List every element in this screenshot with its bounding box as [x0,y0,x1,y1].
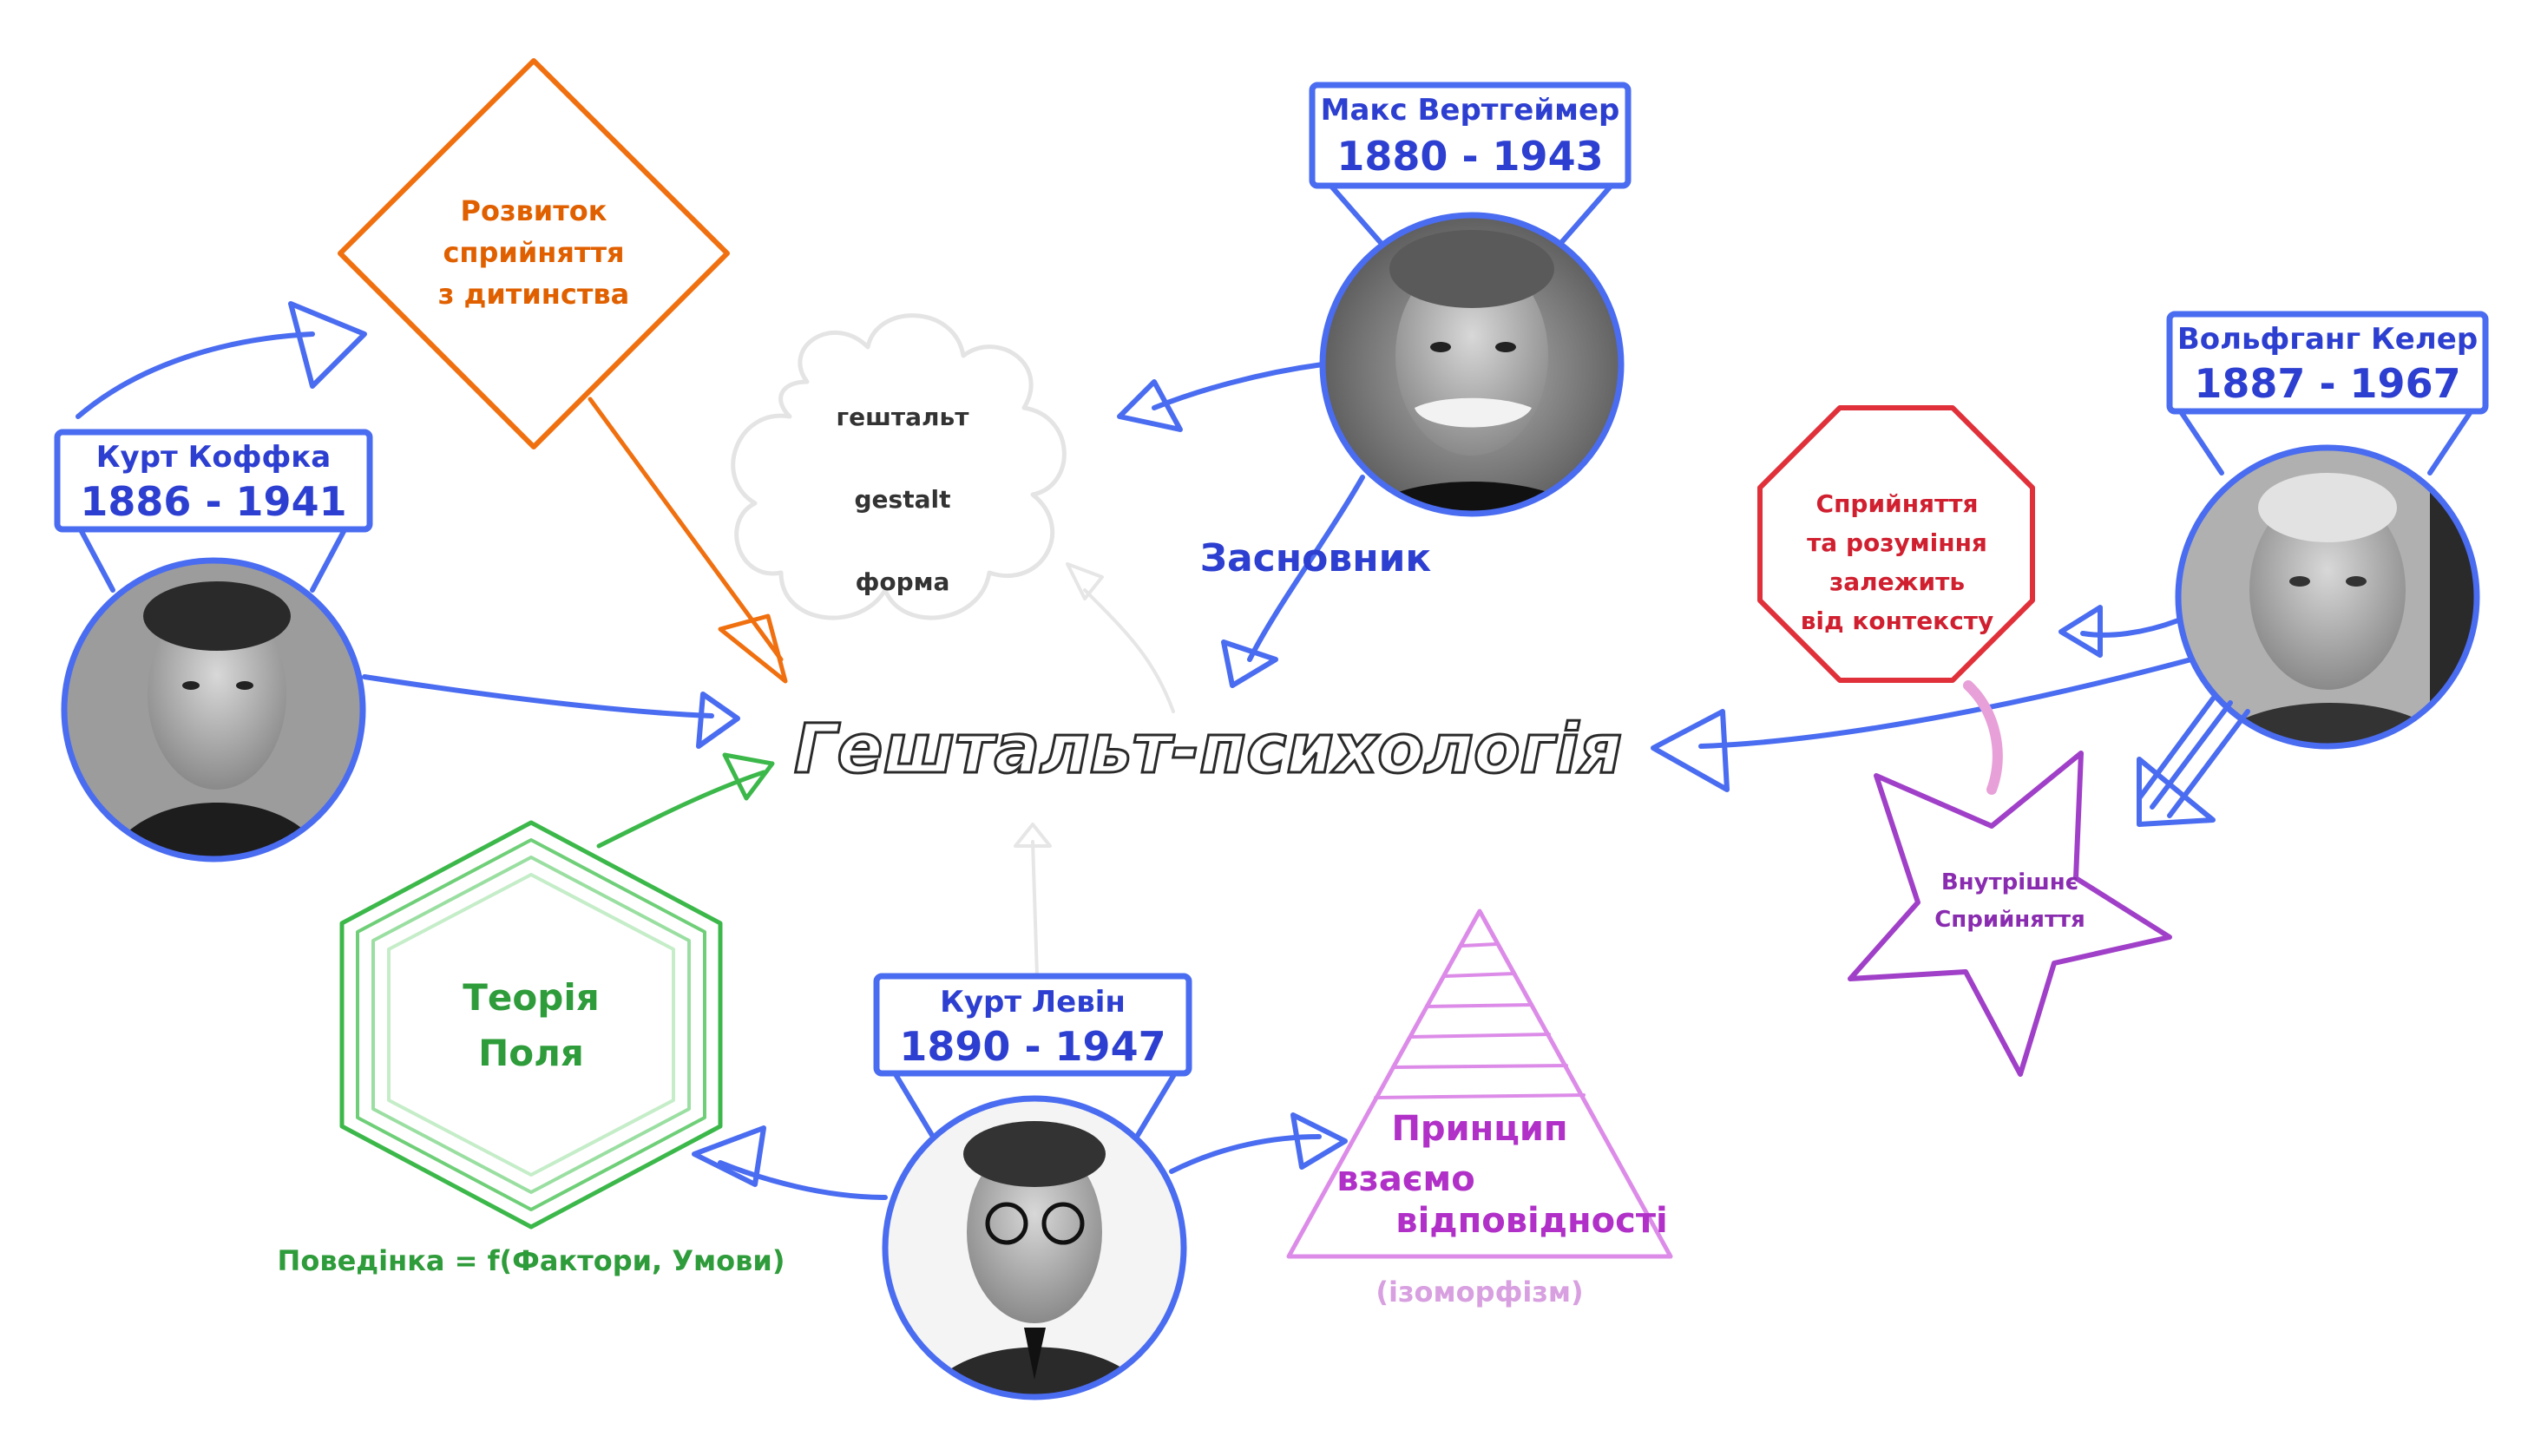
founder-label: Засновник [1200,536,1432,580]
lewin-name: Курт Левін [940,985,1126,1020]
center-title: Гештальт-психологія [794,711,1622,789]
kohler-label-box [2166,311,2489,415]
wertheimer-arrows: Засновник [1117,362,1432,688]
principle-triangle: Принцип взаємо відповідності (ізоморфізм… [1286,908,1673,1308]
context-octagon: Сприйняття та розуміння залежить від кон… [1757,405,2035,683]
inner-line-1: Внутрішнє [1941,869,2078,895]
principle-line-2: взаємо [1336,1159,1474,1199]
context-line-4: від контексту [1801,607,1994,635]
koffka-node: Курт Коффка 1886 - 1941 [54,429,373,862]
lewin-label-box [873,973,1192,1077]
wertheimer-label-box [1309,82,1632,189]
gray-connector-arrows [1014,562,1175,978]
context-line-1: Сприйняття [1816,489,1979,518]
cloud-line-1: гештальт [837,403,970,431]
wertheimer-name: Макс Вертгеймер [1321,93,1620,128]
development-diamond: Розвиток сприйняття з дитинства [338,58,788,684]
principle-line-3: відповідності [1395,1201,1668,1241]
cloud-line-2: gestalt [855,485,951,514]
kohler-name: Вольфганг Келер [2177,322,2478,357]
development-line-2: сприйняття [443,236,624,269]
lewin-years: 1890 - 1947 [899,1023,1165,1070]
context-star-connector [1963,680,2003,795]
development-line-1: Розвиток [461,194,607,227]
wertheimer-years: 1880 - 1943 [1336,133,1603,180]
isomorphism-label: (ізоморфізм) [1376,1276,1583,1308]
behavior-formula: Поведінка = f(Фактори, Умови) [278,1244,785,1277]
kohler-arrows [1651,605,2250,827]
kohler-node: Вольфганг Келер 1887 - 1967 [2166,311,2489,750]
koffka-name: Курт Коффка [96,440,331,475]
inner-line-2: Сприйняття [1934,907,2085,933]
gestalt-cloud: гештальт gestalt форма [731,313,1067,620]
lewin-arrows [692,1112,1348,1200]
principle-line-1: Принцип [1391,1109,1567,1149]
field-theory-line-1: Теорія [463,976,599,1019]
context-line-3: залежить [1829,567,1965,596]
context-line-2: та розуміння [1807,528,1987,557]
inner-perception-star: Внутрішнє Сприйняття [1848,751,2172,1077]
field-theory-hexagon: Теорія Поля Поведінка = f(Фактори, Умови… [278,752,785,1277]
wertheimer-node: Макс Вертгеймер 1880 - 1943 [1309,82,1632,517]
kohler-years: 1887 - 1967 [2194,360,2460,407]
koffka-years: 1886 - 1941 [80,478,346,525]
lewin-node: Курт Левін 1890 - 1947 [873,973,1192,1400]
koffka-arrows [76,301,740,749]
koffka-label-box [54,429,373,533]
development-line-3: з дитинства [438,278,629,311]
person-portrait-icon [1323,215,1621,514]
cloud-line-3: форма [856,567,950,596]
field-theory-line-2: Поля [478,1032,584,1074]
